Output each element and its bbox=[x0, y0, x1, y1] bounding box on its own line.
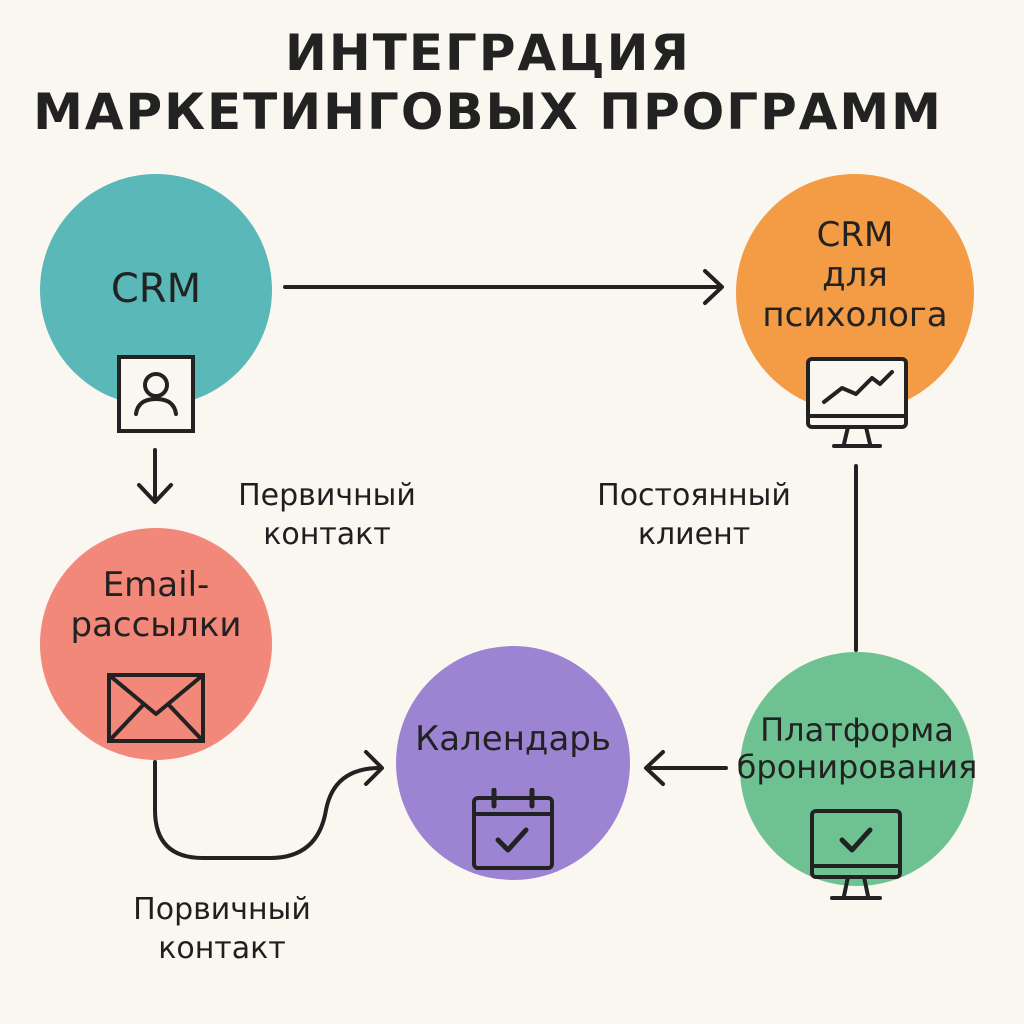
arrowhead-email-to-calendar bbox=[364, 750, 384, 786]
node-crm-psychologist-line-2: для bbox=[822, 254, 888, 295]
user-icon bbox=[116, 354, 196, 434]
label-primary-contact-bottom-line-2: контакт bbox=[158, 931, 286, 966]
label-regular-client-line-1: Постоянный bbox=[597, 478, 791, 513]
label-primary-contact-bottom: Порвичный контакт bbox=[106, 890, 338, 968]
title-line-1: ИНТЕГРАЦИЯ bbox=[285, 24, 691, 82]
node-crm-psychologist-line-3: психолога bbox=[762, 294, 948, 335]
node-crm-psychologist-label: CRM для психолога bbox=[736, 215, 974, 335]
node-email-line-1: Email- bbox=[102, 565, 210, 605]
label-primary-contact-line-2: контакт bbox=[263, 517, 391, 552]
node-email-label: Email- рассылки bbox=[40, 565, 272, 646]
monitor-chart-icon bbox=[804, 356, 910, 452]
calendar-check-icon bbox=[470, 788, 556, 872]
label-primary-contact-line-1: Первичный bbox=[238, 478, 416, 513]
title-line-2: МАРКЕТИНГОВЫХ ПРОГРАММ bbox=[33, 83, 943, 141]
node-booking-line-1: Платформа bbox=[760, 711, 954, 749]
node-booking-line-2: бронирования bbox=[736, 748, 978, 787]
label-regular-client: Постоянный клиент bbox=[572, 476, 816, 554]
envelope-icon bbox=[106, 672, 206, 744]
node-calendar: Календарь bbox=[396, 646, 630, 880]
node-booking-label: Платформа бронирования bbox=[732, 711, 982, 787]
arrowhead-crm-down bbox=[137, 483, 173, 504]
label-primary-contact: Первичный контакт bbox=[214, 476, 440, 554]
monitor-check-icon bbox=[808, 808, 904, 904]
label-regular-client-line-2: клиент bbox=[637, 517, 751, 552]
label-primary-contact-bottom-line-1: Порвичный bbox=[133, 892, 311, 927]
node-crm-psychologist-line-1: CRM bbox=[816, 215, 894, 255]
arrowhead-booking-to-calendar bbox=[644, 750, 665, 786]
arrowhead-crm-to-crm-psychologist bbox=[703, 269, 724, 305]
node-crm-label: CRM bbox=[110, 266, 202, 312]
node-calendar-label: Календарь bbox=[415, 719, 611, 759]
diagram-title: ИНТЕГРАЦИЯ МАРКЕТИНГОВЫХ ПРОГРАММ bbox=[0, 24, 976, 142]
node-email-line-2: рассылки bbox=[70, 604, 242, 645]
arrow-email-to-calendar bbox=[153, 760, 382, 860]
